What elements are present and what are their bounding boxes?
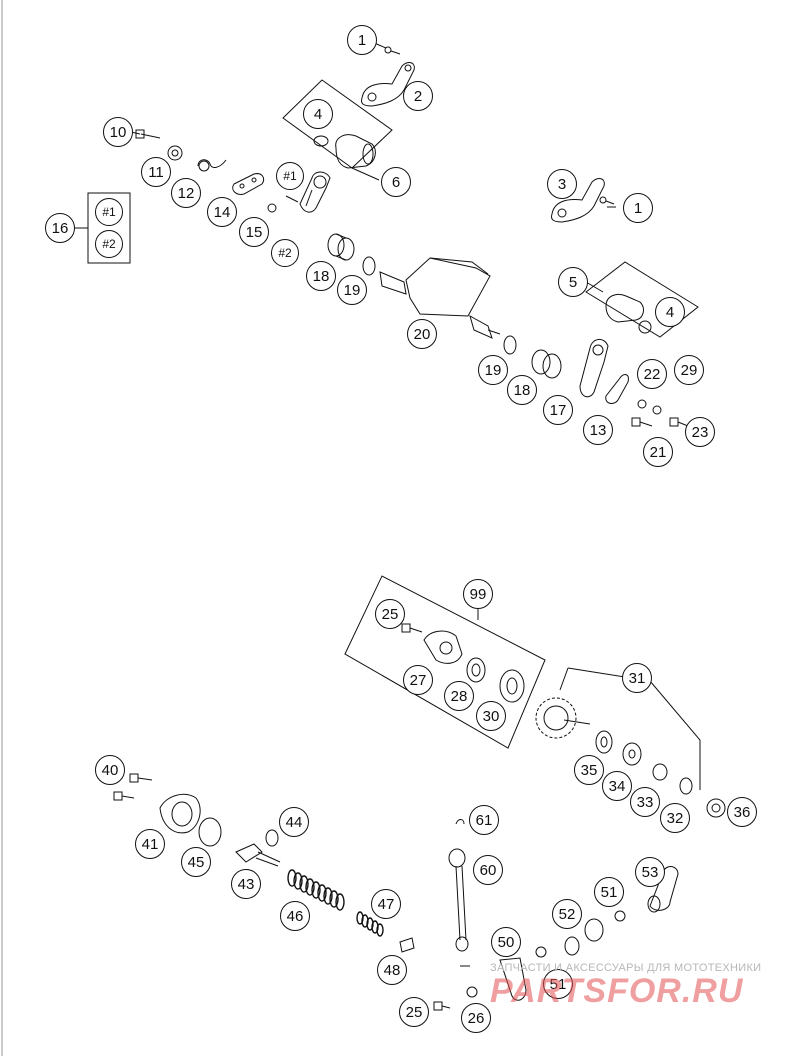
part-label-32: 32 <box>660 803 690 833</box>
part-label-19: 19 <box>337 275 367 305</box>
part-label-31: 31 <box>622 663 652 693</box>
part-label-14: 14 <box>207 197 237 227</box>
part-label-26: 26 <box>461 1003 491 1033</box>
watermark-logo: PARTSFOR.RU <box>490 972 744 1010</box>
part-label-3: 3 <box>547 169 577 199</box>
watermark-caption: ЗАПЧАСТИ И АКСЕССУАРЫ ДЛЯ МОТОТЕХНИКИ <box>490 962 762 974</box>
part-label-30: 30 <box>476 701 506 731</box>
part-label-43: 43 <box>231 869 261 899</box>
part-label-34: 34 <box>602 771 632 801</box>
part-label-61: 61 <box>469 805 499 835</box>
part-label-36: 36 <box>727 797 757 827</box>
part-label-46: 46 <box>280 901 310 931</box>
part-label-40: 40 <box>95 755 125 785</box>
part-label-99: 99 <box>463 579 493 609</box>
part-label-2: 2 <box>403 81 433 111</box>
part-label-hash2: #2 <box>271 239 299 267</box>
part-label-60: 60 <box>473 855 503 885</box>
part-label-41: 41 <box>135 829 165 859</box>
part-label-51-right: 51 <box>594 877 624 907</box>
part-label-1-right: 1 <box>623 193 653 223</box>
part-label-4: 4 <box>303 99 333 129</box>
part-label-27: 27 <box>403 665 433 695</box>
part-label-52: 52 <box>552 899 582 929</box>
part-label-48: 48 <box>377 955 407 985</box>
part-label-16: 16 <box>45 213 75 243</box>
part-label-28: 28 <box>444 681 474 711</box>
part-label-1: 1 <box>347 25 377 55</box>
part-label-hash1: #1 <box>276 162 304 190</box>
part-label-18: 18 <box>306 261 336 291</box>
part-label-53: 53 <box>635 857 665 887</box>
part-label-29: 29 <box>674 355 704 385</box>
part-label-35: 35 <box>574 755 604 785</box>
part-label-12: 12 <box>171 178 201 208</box>
part-label-21: 21 <box>643 437 673 467</box>
part-label-18-right: 18 <box>507 375 537 405</box>
part-label-25: 25 <box>375 599 405 629</box>
part-label-25-bottom: 25 <box>399 997 429 1027</box>
part-label-19-right: 19 <box>478 355 508 385</box>
part-label-44: 44 <box>279 807 309 837</box>
part-label-13: 13 <box>583 415 613 445</box>
part-label-51: 51 <box>543 969 573 999</box>
part-label-45: 45 <box>181 847 211 877</box>
part-label-6: 6 <box>381 167 411 197</box>
part-label-50: 50 <box>491 927 521 957</box>
part-label-20: 20 <box>407 319 437 349</box>
part-label-5: 5 <box>558 267 588 297</box>
part-label-17: 17 <box>543 395 573 425</box>
part-label-33: 33 <box>630 787 660 817</box>
part-label-22: 22 <box>637 359 667 389</box>
part-label-10: 10 <box>103 117 133 147</box>
part-label-47: 47 <box>371 889 401 919</box>
part-label-hash1-box: #1 <box>95 198 123 226</box>
part-label-hash2-box: #2 <box>95 230 123 258</box>
part-label-4-right: 4 <box>655 297 685 327</box>
part-label-23: 23 <box>685 417 715 447</box>
part-label-15: 15 <box>239 217 269 247</box>
part-label-11: 11 <box>141 157 171 187</box>
